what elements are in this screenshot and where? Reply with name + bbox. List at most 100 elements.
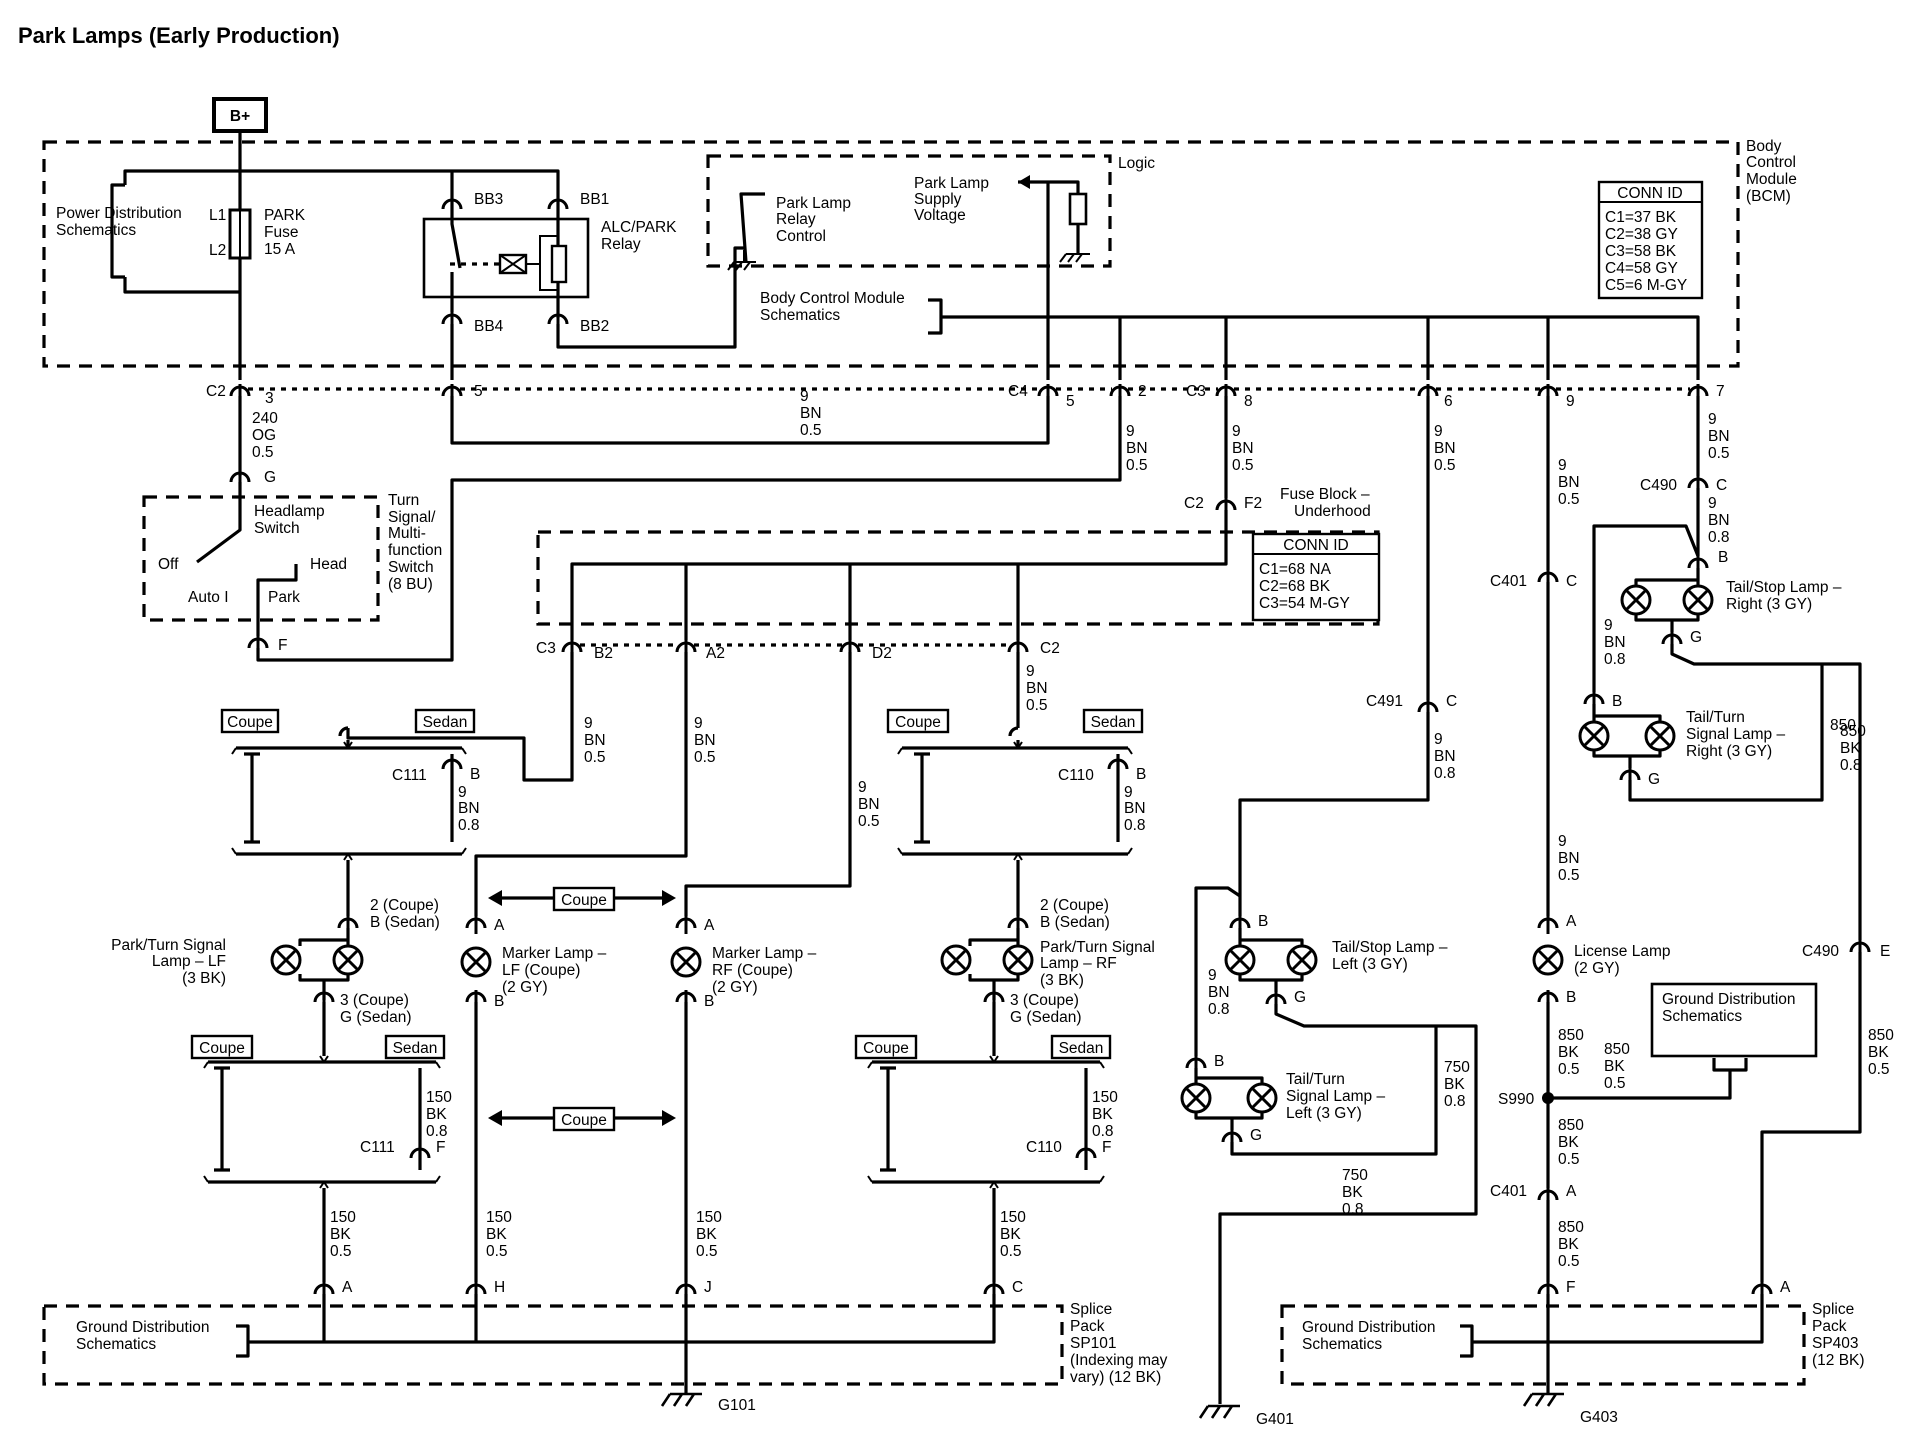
fuse-block-conn-id-rows: C1=68 NA C2=68 BK C3=54 M-GY — [1259, 561, 1350, 612]
wire-850-right-b-label: 850 — [1830, 717, 1856, 734]
ground-g403-symbol — [1522, 1392, 1566, 1408]
svg-text:15 A: 15 A — [264, 241, 296, 258]
svg-text:Right (3 GY): Right (3 GY) — [1726, 596, 1812, 613]
wire-d2-label: 9 BN 0.5 — [858, 779, 880, 830]
fuse-out-c3: C3 — [536, 640, 556, 657]
wire-750-left-turn-ground — [1230, 1026, 1438, 1156]
svg-text:0.8: 0.8 — [1342, 1201, 1364, 1218]
svg-text:B: B — [470, 766, 480, 783]
tail-stop-lamp-right-label: Tail/Stop Lamp – Right (3 GY) — [1726, 579, 1842, 613]
lf-coupe-jumper-bottom — [214, 1066, 230, 1172]
marker-lamp-rf — [670, 946, 702, 978]
bcm-schematics-label: Body Control Module Schematics — [760, 290, 905, 324]
svg-text:BK: BK — [1444, 1076, 1465, 1093]
bcm-c2-label: C2 — [206, 383, 226, 400]
rf-coupe-jumper-bottom — [880, 1066, 896, 1172]
svg-text:Sedan: Sedan — [393, 1040, 438, 1057]
svg-text:C1=37 BK: C1=37 BK — [1605, 209, 1677, 226]
wire-b2-to-lf — [346, 652, 574, 782]
coupe-arrow-top: Coupe — [488, 886, 676, 912]
svg-text:BK: BK — [1558, 1044, 1579, 1061]
svg-text:0.5: 0.5 — [1000, 1243, 1022, 1260]
c401-bottom-label: C401 — [1490, 1183, 1527, 1200]
svg-text:0.5: 0.5 — [330, 1243, 352, 1260]
svg-text:C4=58 GY: C4=58 GY — [1605, 260, 1678, 277]
svg-text:0.5: 0.5 — [1434, 457, 1456, 474]
svg-text:0.5: 0.5 — [1558, 1151, 1580, 1168]
switch-pos-head: Head — [310, 556, 347, 573]
bcm-pin7: 7 — [1716, 383, 1725, 400]
park-turn-lamp-rf — [940, 928, 1034, 1000]
svg-text:Schematics: Schematics — [76, 1336, 156, 1353]
svg-text:BK: BK — [1868, 1044, 1889, 1061]
rf-sedan-ground-label: 150 BK 0.8 — [1092, 1089, 1118, 1140]
bcm-conn-id-rows: C1=37 BK C2=38 GY C3=58 BK C4=58 GY C5=6… — [1605, 209, 1687, 294]
lf-c111-top: C111 — [392, 767, 427, 784]
svg-text:B (Sedan): B (Sedan) — [370, 914, 440, 931]
svg-text:(2 GY): (2 GY) — [712, 979, 758, 996]
relay-internals — [450, 197, 568, 318]
wire-pin6-label: 9 BN 0.5 — [1434, 423, 1456, 474]
svg-text:0.5: 0.5 — [1126, 457, 1148, 474]
relay-pin-bb2: BB2 — [580, 318, 609, 335]
svg-text:Underhood: Underhood — [1294, 503, 1371, 520]
svg-text:B (Sedan): B (Sedan) — [1040, 914, 1110, 931]
switch-pin-g: G — [264, 469, 276, 486]
wire-d2-to-marker-rf — [684, 652, 852, 916]
wire-850-right-turn-ground — [1628, 664, 1824, 802]
svg-text:Body: Body — [1746, 138, 1782, 155]
bcm-schematics-bracket — [928, 298, 943, 335]
svg-text:Tail/Turn: Tail/Turn — [1686, 709, 1745, 726]
svg-text:0.5: 0.5 — [252, 444, 274, 461]
svg-text:Coupe: Coupe — [199, 1040, 245, 1057]
bcm-c3-pin8: 8 — [1244, 393, 1253, 410]
svg-text:850: 850 — [1830, 717, 1856, 734]
park-turn-lamp-lf — [270, 928, 364, 1000]
marker-lamp-lf-label: Marker Lamp – LF (Coupe) (2 GY) — [502, 945, 607, 996]
svg-text:Supply: Supply — [914, 191, 962, 208]
svg-text:BK: BK — [486, 1226, 507, 1243]
svg-text:Left (3 GY): Left (3 GY) — [1286, 1105, 1362, 1122]
logic-label: Logic — [1118, 155, 1155, 172]
wire-s990-to-gds — [1548, 1070, 1732, 1100]
svg-text:0.8: 0.8 — [1444, 1093, 1466, 1110]
svg-text:Signal/: Signal/ — [388, 509, 436, 526]
svg-text:BK: BK — [330, 1226, 351, 1243]
svg-text:BK: BK — [696, 1226, 717, 1243]
svg-text:Lamp – LF: Lamp – LF — [152, 953, 226, 970]
tail-stop-lamp-left — [1224, 928, 1318, 992]
headlamp-switch-label: Headlamp Switch — [254, 503, 325, 537]
svg-text:F: F — [436, 1139, 445, 1156]
svg-text:0.5: 0.5 — [1604, 1075, 1626, 1092]
option-coupe-lf-top — [220, 708, 280, 734]
svg-text:Park Lamp: Park Lamp — [776, 195, 851, 212]
svg-text:F: F — [1102, 1139, 1111, 1156]
svg-text:BN: BN — [1434, 440, 1456, 457]
svg-text:9: 9 — [1232, 423, 1241, 440]
svg-text:E: E — [1880, 943, 1890, 960]
splice-pack-sp403-box — [1280, 1304, 1806, 1386]
svg-text:850: 850 — [1558, 1027, 1584, 1044]
bcm-label: Body Control Module (BCM) — [1746, 138, 1797, 205]
svg-text:(12 BK): (12 BK) — [1812, 1352, 1865, 1369]
tail-turn-lamp-right — [1578, 704, 1676, 768]
svg-text:0.5: 0.5 — [584, 749, 606, 766]
svg-text:9: 9 — [584, 715, 593, 732]
wire-9-bn-relay-loop — [450, 396, 1050, 445]
wire-750-left-stop-ground — [1218, 1004, 1478, 1384]
svg-text:BN: BN — [458, 800, 480, 817]
svg-text:A: A — [494, 917, 505, 934]
fuse-out-a2: A2 — [706, 645, 725, 662]
wire-c491-to-left-tail — [1238, 712, 1430, 916]
svg-text:ALC/PARK: ALC/PARK — [601, 219, 677, 236]
battery-supply-label: B+ — [230, 108, 250, 125]
svg-text:(3 BK): (3 BK) — [182, 970, 226, 987]
wire-a2-label: 9 BN 0.5 — [694, 715, 716, 766]
fuse-l2-label: L2 — [209, 242, 226, 259]
c491-label: C491 — [1366, 693, 1403, 710]
svg-text:3 (Coupe): 3 (Coupe) — [340, 992, 409, 1009]
lf-sedan-wire-label: 9 BN 0.8 — [458, 784, 480, 834]
svg-text:150: 150 — [486, 1209, 512, 1226]
svg-text:BN: BN — [1208, 984, 1230, 1001]
rf-sedan-wire-label: 9 BN 0.8 — [1124, 784, 1146, 834]
